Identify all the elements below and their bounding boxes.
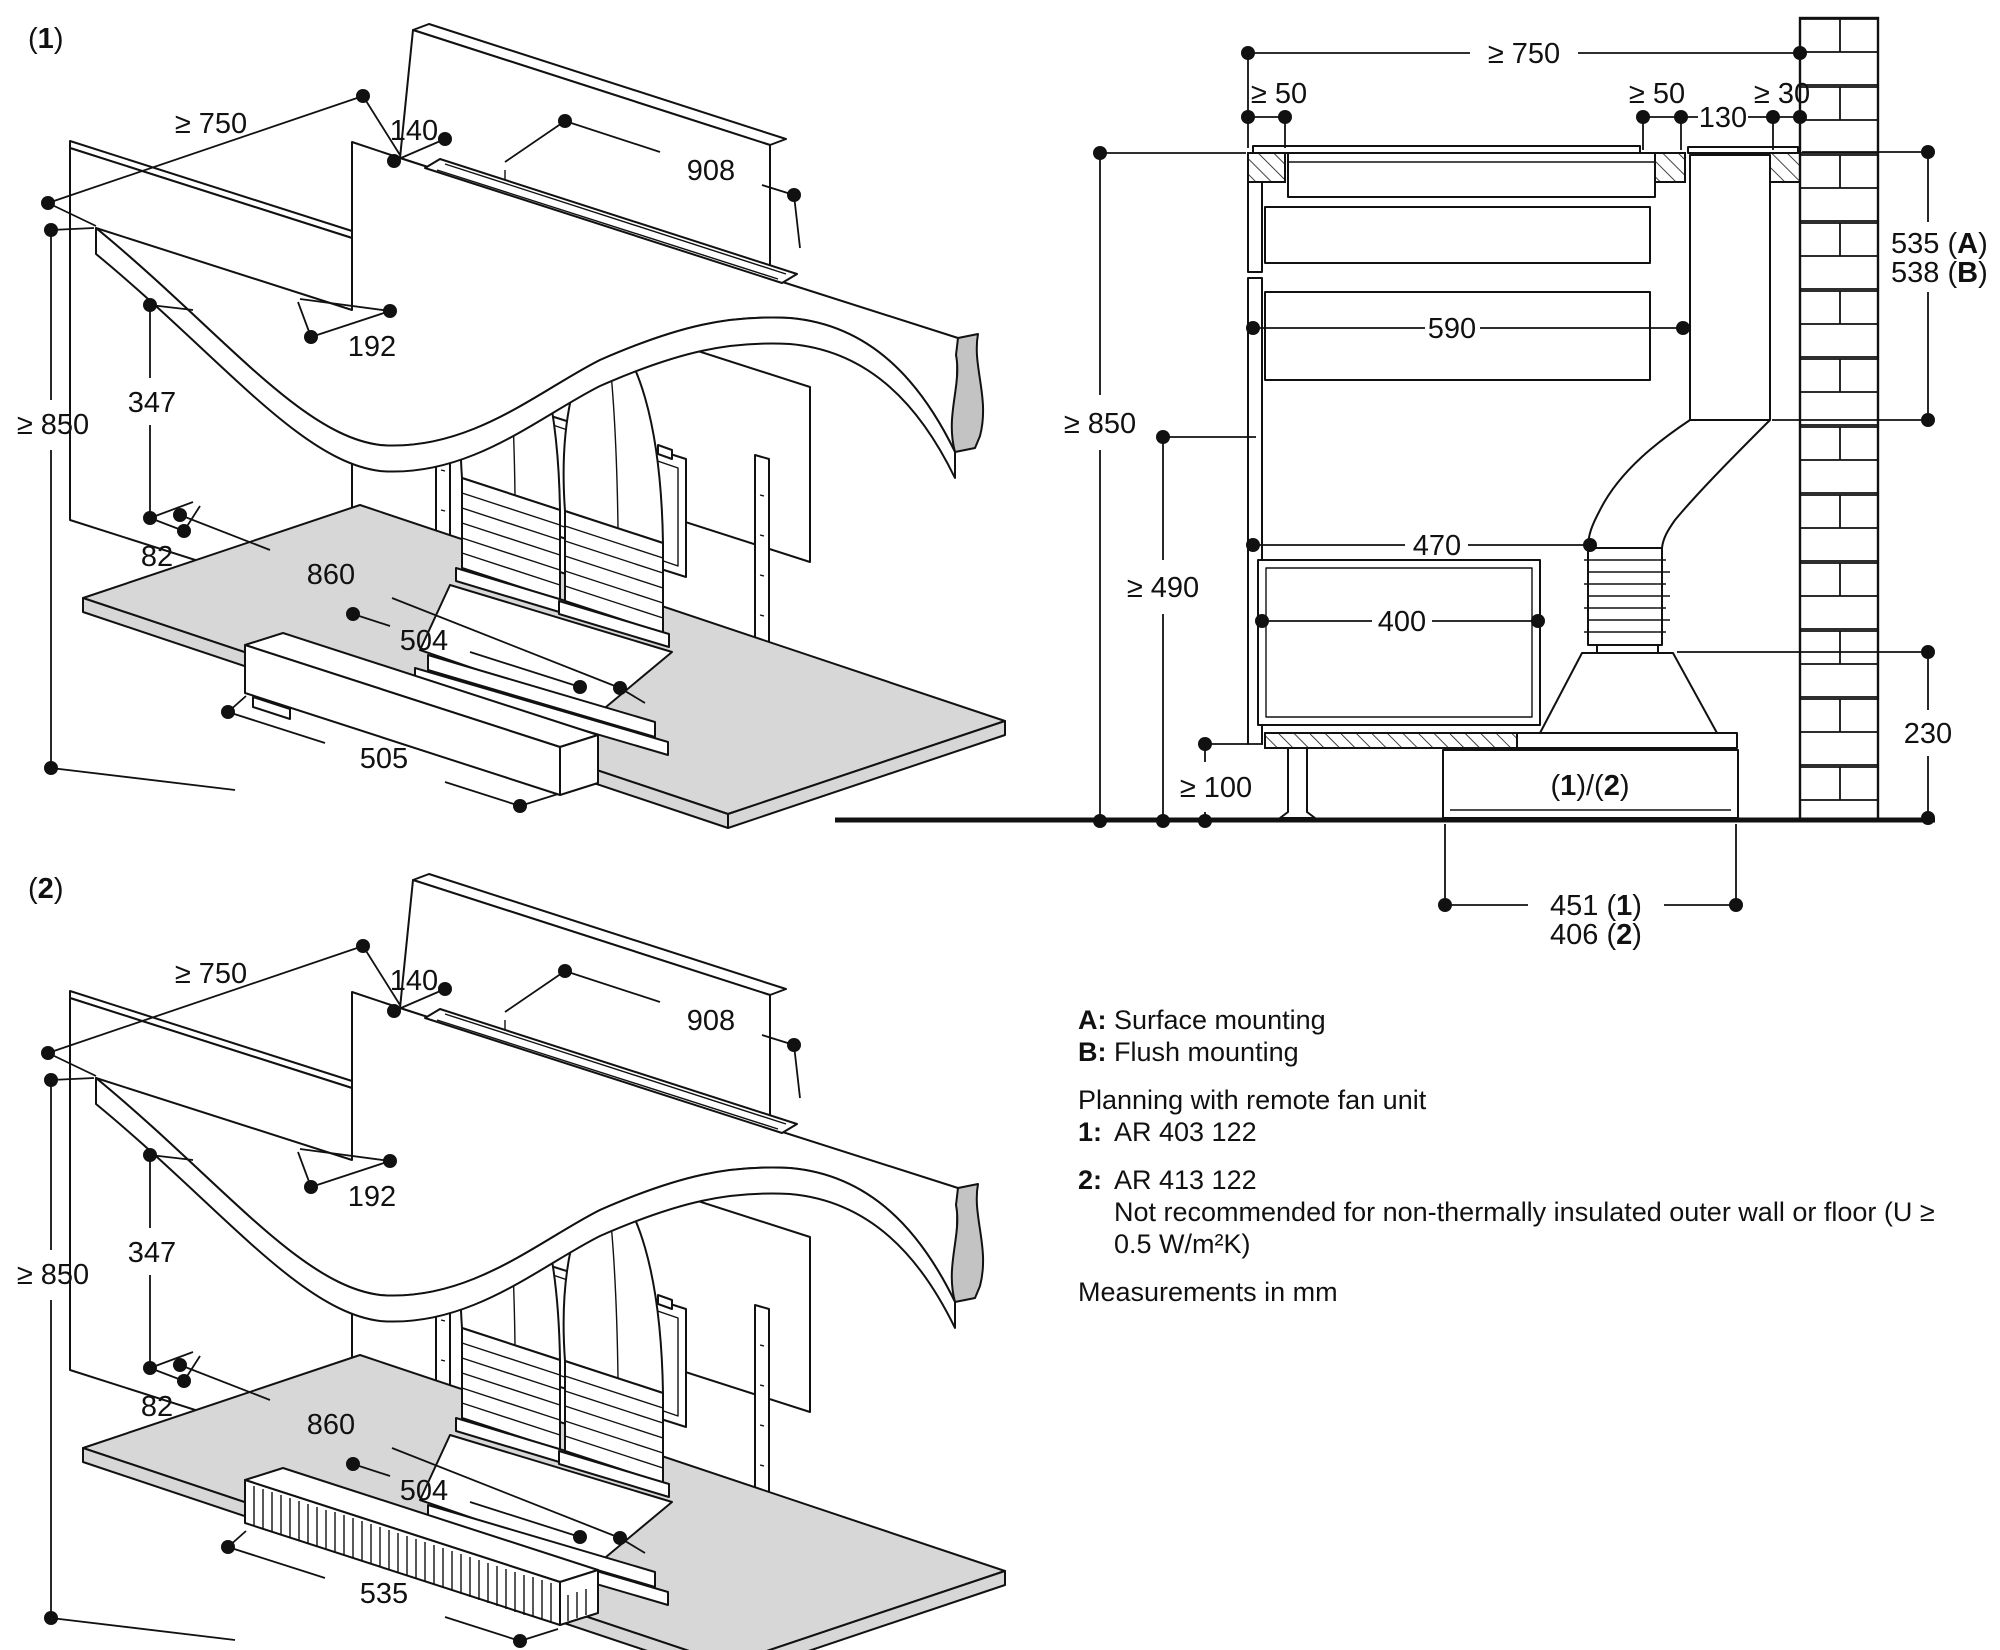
note-planning: Planning with remote fan unit [1078,1085,1427,1115]
dim-750-v2: ≥ 750 [175,958,247,990]
sec-dim-100: ≥ 100 [1180,772,1252,804]
note-flush-mounting: B:Flush mounting [1078,1037,1299,1067]
sec-dim-750: ≥ 750 [1488,38,1560,70]
dim-750-v1: ≥ 750 [175,108,247,140]
dim-192-v1: 192 [348,331,396,363]
view1-tag: (1) [28,23,63,55]
dim-140-v1: 140 [390,115,438,147]
sec-dim-50-right: ≥ 50 [1629,78,1685,110]
dim-82-v2: 82 [141,1391,173,1423]
sec-dim-30: ≥ 30 [1754,78,1810,110]
dim-908-v2: 908 [687,1005,735,1037]
dim-140-v2: 140 [390,965,438,997]
notes-block: A:Surface mounting B:Flush mounting Plan… [1078,1004,1998,1308]
sec-dim-50-left: ≥ 50 [1251,78,1307,110]
dim-860-v2: 860 [307,1409,355,1441]
sec-dim-850: ≥ 850 [1064,408,1136,440]
sec-fanbox-label: (1)/(2) [1551,770,1630,802]
dim-850-v2: ≥ 850 [17,1259,89,1291]
sec-dim-590: 590 [1428,313,1476,345]
sec-dim-406: 406 (2) [1550,919,1642,951]
note-measurements: Measurements in mm [1078,1277,1338,1307]
cross-section-view: ≥ 750 ≥ 50 ≥ 50 ≥ 30 130 590 470 400 ≥ 8… [835,16,1988,951]
sec-dim-538b: 538 (B) [1891,257,1988,289]
isometric-view-1: (1) ≥ 750 140 908 192 347 82 ≥ 850 860 5… [17,23,1006,829]
dim-347-v2: 347 [128,1237,176,1269]
sec-dim-130: 130 [1699,102,1747,134]
note-surface-mounting: A:Surface mounting [1078,1005,1326,1035]
isometric-view-2: (2) ≥ 750 140 908 192 347 82 ≥ 850 860 5… [17,873,1006,1650]
dim-347-v1: 347 [128,387,176,419]
dim-535-v2: 535 [360,1578,408,1610]
note-item1: 1:AR 403 122 [1078,1117,1257,1147]
sec-dim-451: 451 (1) [1550,890,1642,922]
dim-504-v2: 504 [400,1475,448,1507]
note-item2-detail-line1: Not recommended for non-thermally insula… [1114,1197,1935,1227]
sec-dim-470: 470 [1413,530,1461,562]
note-item2-detail-line2: 0.5 W/m²K) [1114,1229,1251,1259]
view2-tag: (2) [28,873,63,905]
sec-dim-230: 230 [1904,718,1952,750]
dim-192-v2: 192 [348,1181,396,1213]
dim-505-v1: 505 [360,743,408,775]
dim-504-v1: 504 [400,625,448,657]
dim-908-v1: 908 [687,155,735,187]
dim-850-v1: ≥ 850 [17,409,89,441]
sec-dim-400: 400 [1378,606,1426,638]
note-item2: 2:AR 413 122 [1078,1165,1257,1195]
sec-dim-490: ≥ 490 [1127,572,1199,604]
sec-dim-535a: 535 (A) [1891,228,1988,260]
dim-82-v1: 82 [141,541,173,573]
dim-860-v1: 860 [307,559,355,591]
